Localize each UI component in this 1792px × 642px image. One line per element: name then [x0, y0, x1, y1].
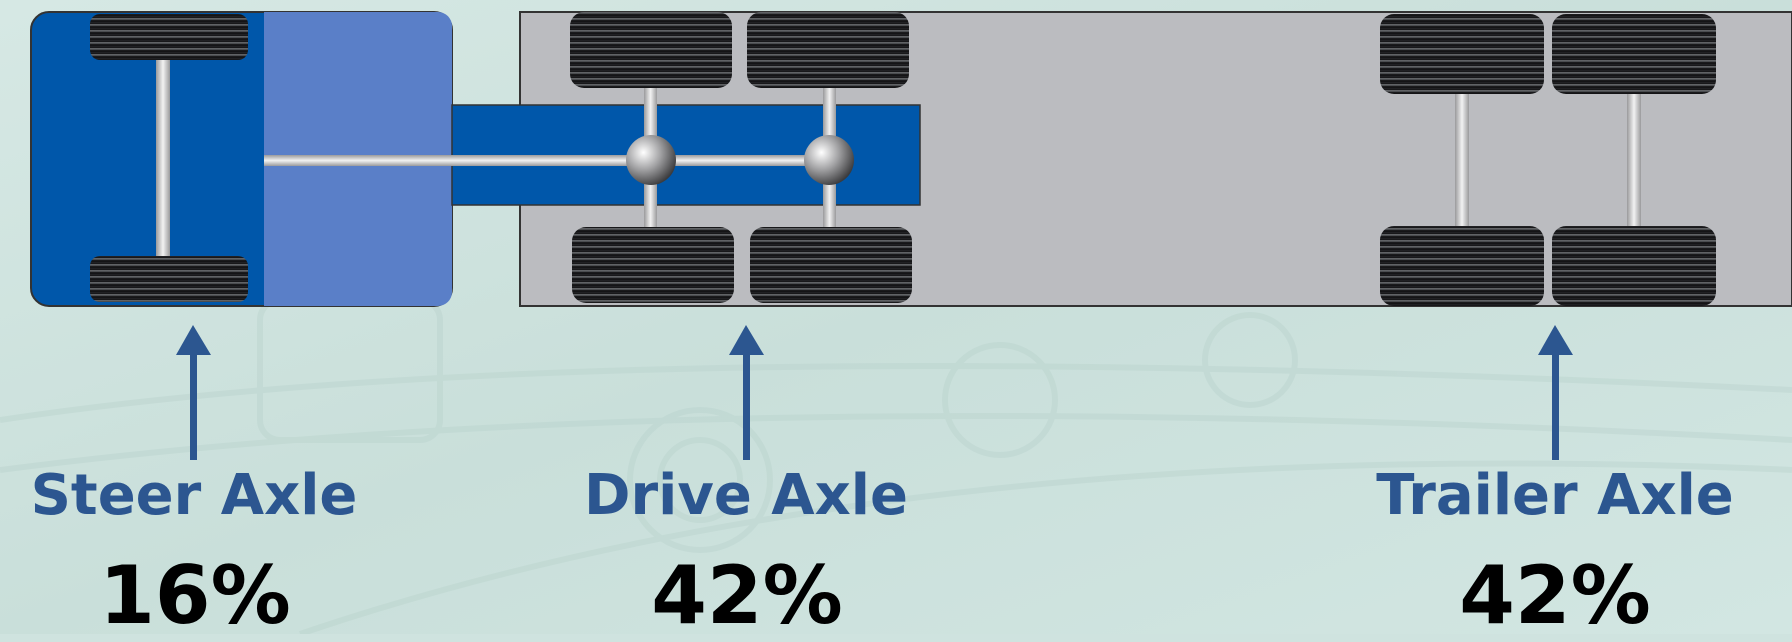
arrow-trailer — [1538, 325, 1573, 460]
tire-drive-2 — [747, 12, 909, 88]
trailer-axle-assembly — [1380, 14, 1716, 306]
trailer-axle-percent: 42% — [1459, 549, 1651, 642]
differential-2 — [804, 135, 854, 185]
arrow-steer — [176, 325, 211, 460]
drive-shaft — [264, 155, 829, 166]
drive-axle-label: Drive Axle — [584, 463, 908, 528]
tire-trailer-3 — [1380, 226, 1544, 306]
steer-axle-label: Steer Axle — [30, 463, 358, 528]
tire-drive-1 — [570, 12, 732, 88]
tire-drive-4 — [750, 227, 912, 303]
arrow-drive — [729, 325, 764, 460]
tire-steer-bottom — [90, 256, 248, 302]
differential-1 — [626, 135, 676, 185]
tire-trailer-1 — [1380, 14, 1544, 94]
steer-axle-assembly — [90, 14, 248, 302]
tire-trailer-2 — [1552, 14, 1716, 94]
tire-drive-3 — [572, 227, 734, 303]
drive-axle-percent: 42% — [651, 549, 843, 642]
steer-axle-percent: 16% — [99, 549, 291, 642]
tire-steer-top — [90, 14, 248, 60]
tire-trailer-4 — [1552, 226, 1716, 306]
drive-axle-assembly — [570, 12, 912, 303]
trailer-axle-label: Trailer Axle — [1376, 463, 1734, 528]
axle-arrows — [176, 325, 1573, 460]
